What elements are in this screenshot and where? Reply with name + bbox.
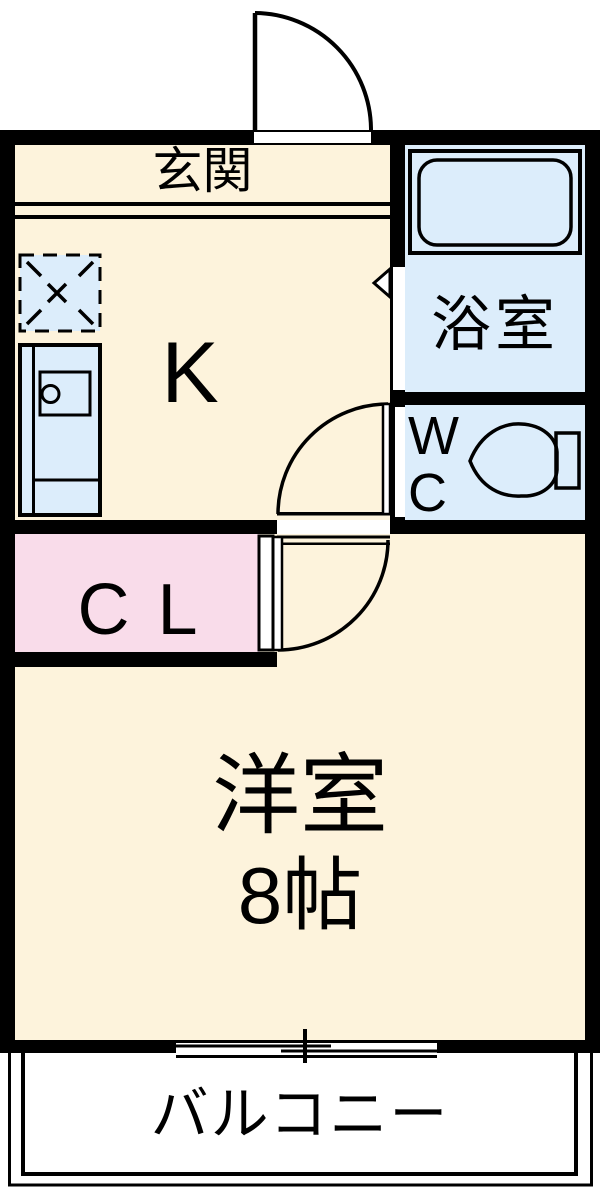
balcony-label: バルコニー: [150, 1082, 450, 1147]
lower-door-threshold-1: [277, 535, 390, 539]
genkan-step-line-2: [15, 215, 390, 219]
kitchen-door-leaf: [381, 402, 392, 516]
genkan-step-line-1: [15, 202, 390, 206]
closet-label: C L: [77, 570, 198, 650]
toilet-bowl: [468, 422, 559, 498]
wall-left: [0, 130, 15, 1053]
lower-door-threshold-2: [277, 542, 390, 545]
wall-bath-wc: [390, 392, 600, 405]
bathroom-door-opening: [393, 267, 405, 390]
bathtub-icon: [408, 149, 582, 255]
toilet-icon: [468, 422, 581, 498]
wall-closet-bottom: [0, 652, 277, 667]
balcony-railing: [8, 1044, 593, 1187]
closet-door: [257, 534, 275, 652]
window-pane-left: [176, 1044, 331, 1048]
room-closet-floor: [15, 534, 260, 652]
appliance-space-icon: [18, 253, 102, 333]
bathroom-door-triangle-icon: [371, 265, 392, 301]
hall-opening: [277, 520, 390, 534]
entrance-opening: [254, 132, 371, 143]
kitchen-door-arc: [276, 402, 389, 515]
entrance-door: [252, 11, 373, 131]
upper-door-threshold: [277, 512, 390, 516]
hall-doors: [257, 402, 392, 652]
room-bathroom-floor: [405, 145, 585, 392]
wall-openings: [254, 132, 405, 534]
window-center-tick: [303, 1029, 307, 1063]
bathroom-label: 浴室: [431, 291, 559, 358]
balcony-inner-rail: [21, 1044, 578, 1176]
wc-door-opening: [395, 407, 405, 517]
sink-basin: [38, 370, 92, 417]
window-pane-right: [281, 1049, 437, 1053]
entrance-door-arc: [254, 11, 373, 131]
appliance-space-marks: [25, 260, 95, 326]
western-room-label: 洋室: [211, 746, 388, 845]
wc-label: W C: [408, 406, 459, 523]
wall-right: [585, 130, 600, 1053]
western-room-door-arc: [277, 539, 390, 652]
genkan-step: [15, 202, 390, 219]
sliding-window-icon: [176, 1029, 437, 1063]
kitchen-sink-icon: [18, 343, 102, 517]
bathtub-outer: [408, 149, 582, 255]
bathtub-inner: [417, 158, 573, 247]
room-size-label: 8帖: [237, 851, 363, 940]
genkan-label: 玄関: [152, 143, 253, 199]
kitchen-label: K: [161, 325, 219, 421]
faucet-icon: [40, 384, 61, 404]
